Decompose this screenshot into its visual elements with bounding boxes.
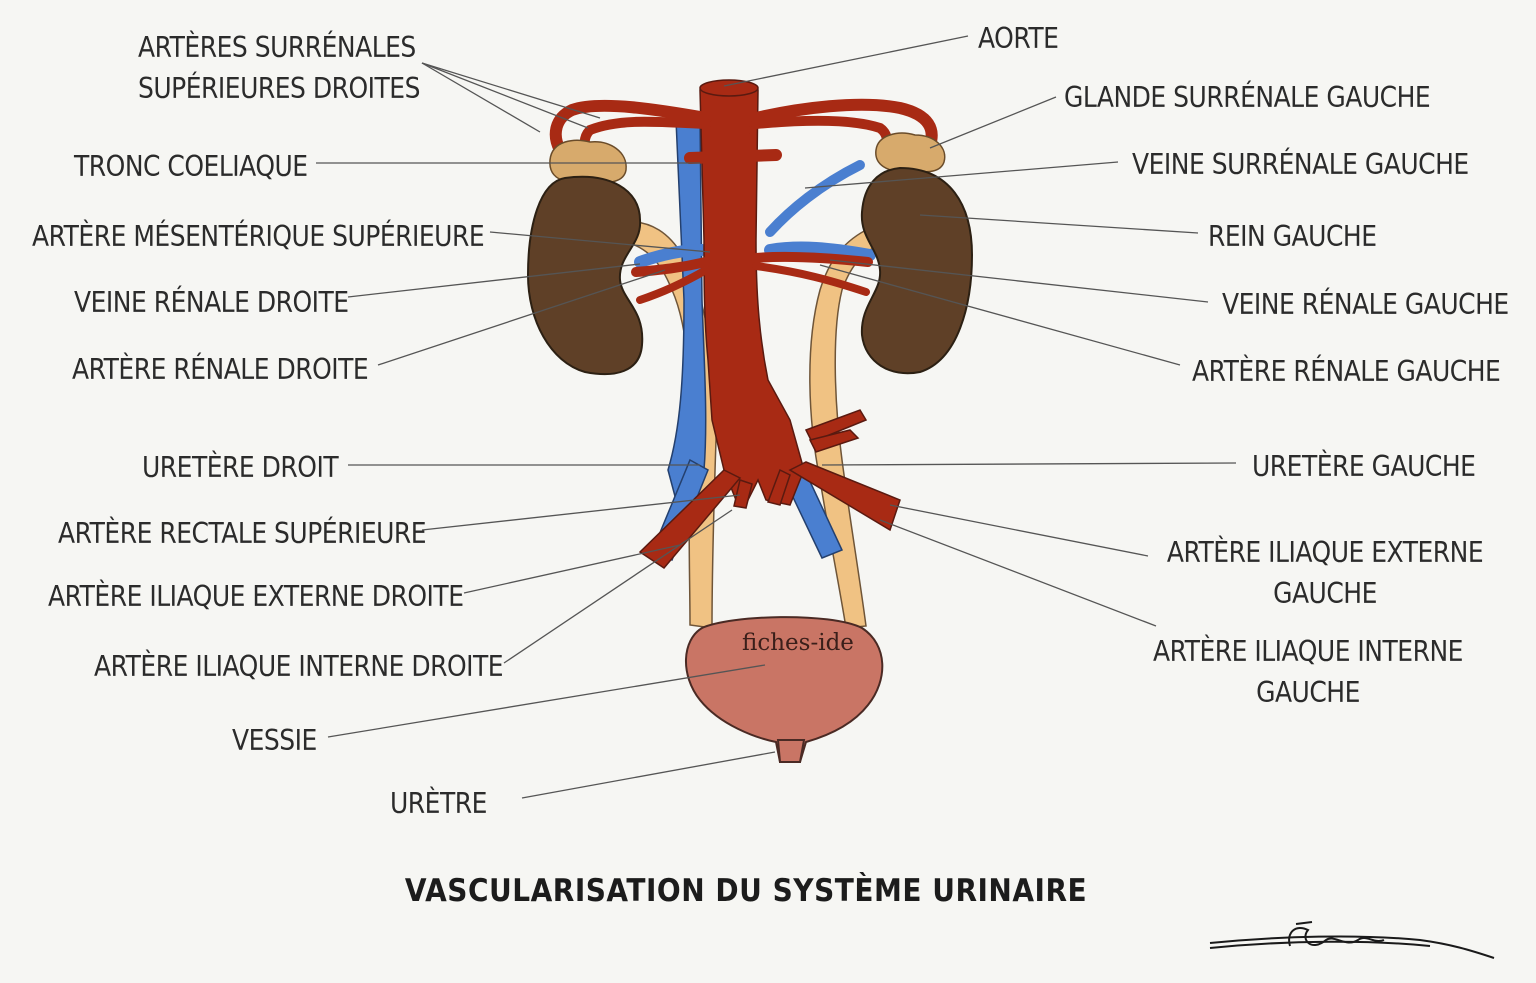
urethra bbox=[776, 739, 806, 763]
label-artere-iliaque-externe-gauche-line1: ARTÈRE ILIAQUE EXTERNE bbox=[1166, 535, 1484, 570]
bladder bbox=[685, 616, 884, 763]
label-artere-iliaque-interne-droite: ARTÈRE ILIAQUE INTERNE DROITE bbox=[94, 649, 504, 684]
label-aorte: AORTE bbox=[978, 21, 1059, 56]
label-artere-iliaque-interne-gauche-line2: GAUCHE bbox=[1256, 675, 1360, 710]
aorta bbox=[699, 79, 805, 506]
left-adrenal-vein bbox=[765, 160, 865, 237]
label-vessie: VESSIE bbox=[232, 723, 317, 758]
diagram-title: VASCULARISATION DU SYSTÈME URINAIRE bbox=[404, 872, 1088, 909]
label-arteres-surrenales-line1: ARTÈRES SURRÉNALES bbox=[138, 30, 416, 65]
label-uretere-gauche: URETÈRE GAUCHE bbox=[1252, 449, 1476, 484]
label-glande-surrenale-gauche: GLANDE SURRÉNALE GAUCHE bbox=[1064, 80, 1431, 115]
label-artere-renale-droite: ARTÈRE RÉNALE DROITE bbox=[72, 352, 369, 387]
label-rein-gauche: REIN GAUCHE bbox=[1208, 219, 1377, 254]
left-kidney bbox=[860, 166, 974, 375]
label-artere-mesenterique: ARTÈRE MÉSENTÉRIQUE SUPÉRIEURE bbox=[32, 219, 485, 254]
label-arteres-surrenales-line2: SUPÉRIEURES DROITES bbox=[138, 71, 420, 106]
label-artere-renale-gauche: ARTÈRE RÉNALE GAUCHE bbox=[1192, 354, 1501, 389]
watermark: fiches-ide bbox=[742, 630, 854, 656]
label-veine-renale-gauche: VEINE RÉNALE GAUCHE bbox=[1222, 287, 1509, 322]
renal-arteries bbox=[631, 251, 873, 304]
label-artere-iliaque-externe-gauche-line2: GAUCHE bbox=[1273, 576, 1377, 611]
label-artere-iliaque-externe-droite: ARTÈRE ILIAQUE EXTERNE DROITE bbox=[48, 579, 464, 614]
celiac-trunk bbox=[684, 125, 782, 164]
signature bbox=[1209, 921, 1495, 959]
right-kidney bbox=[526, 175, 644, 376]
label-artere-iliaque-interne-gauche-line1: ARTÈRE ILIAQUE INTERNE bbox=[1153, 634, 1463, 669]
label-uretre: URÈTRE bbox=[390, 786, 487, 821]
left-renal-vein-shape bbox=[764, 241, 876, 261]
label-uretere-droit: URETÈRE DROIT bbox=[142, 450, 339, 485]
iliac-arteries bbox=[638, 409, 901, 569]
label-veine-surrenale-gauche: VEINE SURRÉNALE GAUCHE bbox=[1132, 147, 1469, 182]
leader-lines bbox=[316, 35, 1237, 799]
label-veine-renale-droite: VEINE RÉNALE DROITE bbox=[74, 285, 349, 320]
label-artere-rectale: ARTÈRE RECTALE SUPÉRIEURE bbox=[58, 516, 427, 551]
label-tronc-coeliaque: TRONC COELIAQUE bbox=[74, 149, 308, 184]
